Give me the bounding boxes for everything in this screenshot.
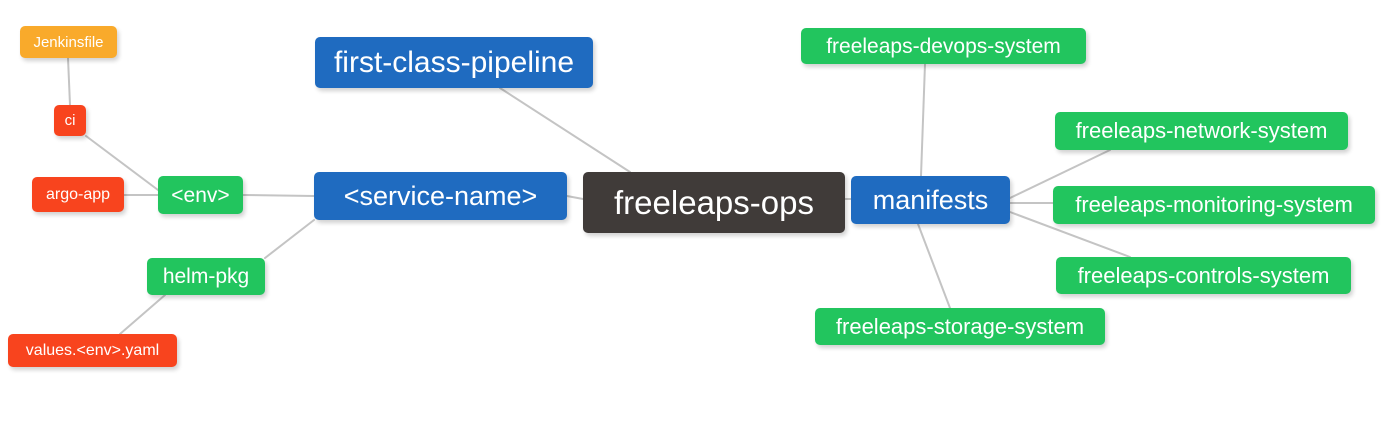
node-first-class-pipeline[interactable]: first-class-pipeline (315, 37, 593, 88)
node-freeleaps-controls-system[interactable]: freeleaps-controls-system (1056, 257, 1351, 294)
node-service-name[interactable]: <service-name> (314, 172, 567, 220)
edge-jenkinsfile-to-ci (67, 57, 71, 106)
edge-manifests-to-freeleaps-devops-system (920, 63, 926, 177)
node-freeleaps-network-system[interactable]: freeleaps-network-system (1055, 112, 1348, 150)
node-freeleaps-storage-system[interactable]: freeleaps-storage-system (815, 308, 1105, 345)
node-helm-pkg[interactable]: helm-pkg (147, 258, 265, 295)
node-values-yaml[interactable]: values.<env>.yaml (8, 334, 177, 367)
node-jenkinsfile[interactable]: Jenkinsfile (20, 26, 117, 58)
edge-service-name-to-freeleaps-ops (566, 195, 584, 200)
node-freeleaps-devops-system[interactable]: freeleaps-devops-system (801, 28, 1086, 64)
edge-helm-pkg-to-values-yaml (119, 294, 166, 335)
node-env[interactable]: <env> (158, 176, 243, 214)
node-freeleaps-ops[interactable]: freeleaps-ops (583, 172, 845, 233)
edge-service-name-to-helm-pkg (264, 219, 315, 259)
edge-first-class-pipeline-to-freeleaps-ops (499, 87, 631, 173)
node-manifests[interactable]: manifests (851, 176, 1010, 224)
edge-env-to-service-name (242, 194, 315, 197)
node-ci[interactable]: ci (54, 105, 86, 136)
edge-manifests-to-freeleaps-storage-system (917, 223, 951, 309)
node-argo-app[interactable]: argo-app (32, 177, 124, 212)
node-freeleaps-monitoring-system[interactable]: freeleaps-monitoring-system (1053, 186, 1375, 224)
